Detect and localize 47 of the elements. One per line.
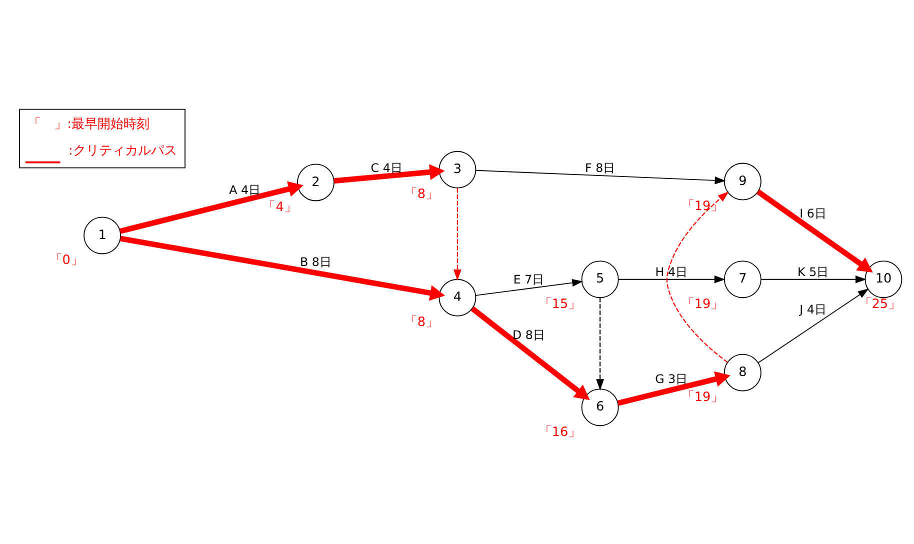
node-label: 「4」 (262, 199, 297, 214)
node-circle: 4 (438, 278, 476, 316)
arrow (334, 164, 445, 184)
edge-label: K 5日 (798, 264, 829, 279)
node-circle: 9 (724, 162, 762, 200)
node-circle: 5 (581, 260, 619, 298)
node-label: 「19」 (681, 198, 724, 214)
node-circle: 2 (297, 163, 334, 201)
edge-label: A 4日 (229, 182, 261, 196)
node-label: 「19」 (681, 296, 724, 312)
arrow (618, 275, 726, 283)
legend-label: 「 」:最早開始時刻 (28, 116, 150, 132)
edge-label: J 4日 (800, 302, 827, 316)
arrow (758, 288, 869, 363)
node-circle: 10 (864, 260, 902, 298)
arrow (120, 235, 446, 300)
edge-label: I 6日 (800, 206, 827, 220)
node-label: 「0」 (49, 252, 84, 268)
node-label: 「8」 (404, 186, 439, 202)
node-circle: 1 (84, 216, 122, 254)
arrow (119, 180, 304, 234)
arrow (756, 188, 873, 272)
node-label: 「19」 (681, 390, 724, 405)
edge-label: B 8日 (300, 254, 332, 269)
legend-label: :クリティカルパス (68, 142, 177, 158)
node-label: 「25」 (858, 296, 902, 312)
arrow (476, 169, 726, 184)
arrow (470, 306, 590, 400)
edge-label: C 4日 (370, 160, 402, 174)
node-circle: 8 (724, 353, 762, 391)
edge-label: H 4日 (655, 264, 688, 279)
node-circle: 7 (724, 260, 762, 298)
edge-label: G 3日 (655, 372, 688, 386)
arrow (666, 190, 730, 362)
arrow (475, 278, 584, 296)
arrow (453, 188, 462, 280)
node-label: 「8」 (404, 314, 439, 330)
arrow (760, 275, 866, 283)
edge-label: F 8日 (584, 160, 616, 174)
node-circle: 6 (581, 388, 619, 426)
arrow (596, 297, 604, 390)
arrow (617, 370, 730, 406)
node-label: 「15」 (538, 296, 582, 312)
node-label: 「16」 (538, 424, 582, 440)
edge-label: D 8日 (512, 328, 546, 342)
node-circle: 3 (438, 150, 476, 188)
edge-label: E 7日 (513, 272, 544, 286)
